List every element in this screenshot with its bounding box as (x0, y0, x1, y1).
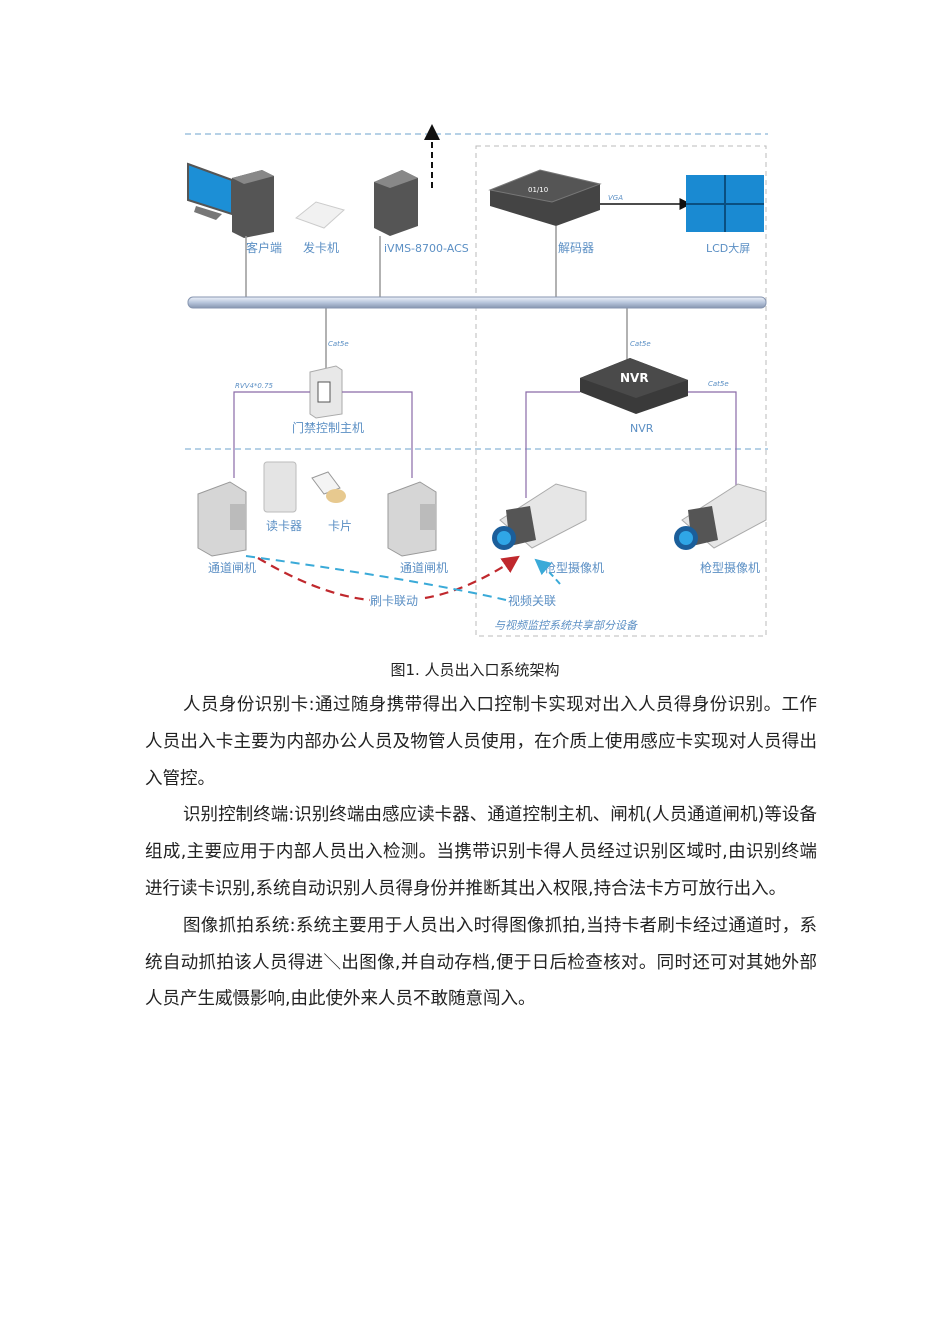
client-label: 客户端 (246, 240, 282, 255)
paragraph-id-card: 人员身份识别卡:通过随身携带得出入口控制卡实现对出入人员得身份识别。工作人员出入… (145, 695, 817, 789)
card-issuer-label: 发卡机 (303, 240, 339, 255)
system-architecture-diagram: 01/10 VGA 客户端 发卡机 iVMS-8700-ACS 解码器 LCD大… (185, 124, 768, 637)
shared-devices-note: 与视频监控系统共享部分设备 (494, 619, 638, 632)
lcd-wall-icon (686, 175, 764, 232)
vga-label: VGA (608, 194, 623, 202)
gate-label: 通道闸机 (208, 561, 256, 575)
svg-text:NVR: NVR (620, 371, 649, 385)
server-icon (374, 170, 418, 236)
bullet-camera-icon (674, 483, 767, 550)
card-hand-icon (311, 471, 346, 503)
card-reader-icon (263, 461, 297, 513)
figure-caption: 图1. 人员出入口系统架构 (390, 661, 560, 679)
card-issuer-icon (294, 201, 346, 229)
swipe-link-label: 刷卡联动 (370, 594, 418, 608)
access-controller-icon (309, 365, 343, 419)
server-label: iVMS-8700-ACS (384, 242, 469, 255)
swipe-link-arrow (257, 557, 371, 602)
gate-label: 通道闸机 (400, 561, 448, 575)
video-link-arrow (245, 555, 507, 601)
decoder-label: 解码器 (558, 241, 594, 255)
cat5e-label: Cat5e (708, 380, 729, 388)
video-link-label: 视频关联 (508, 593, 556, 608)
controller-label: 门禁控制主机 (292, 420, 364, 435)
paragraph-image-capture: 图像抓拍系统:系统主要用于人员出入时得图像抓拍,当持卡者刷卡经过通道时，系统自动… (145, 915, 817, 1010)
body-text: 人员身份识别卡:通过随身携带得出入口控制卡实现对出入人员得身份识别。工作人员出入… (145, 687, 817, 1018)
paragraph-control-terminal: 识别控制终端:识别终端由感应读卡器、通道控制主机、闸机(人员通道闸机)等设备组成… (145, 805, 817, 899)
shared-devices-box (475, 145, 767, 637)
card-label: 卡片 (328, 519, 352, 533)
svg-text:01/10: 01/10 (528, 186, 548, 194)
camera-label: 枪型摄像机 (544, 560, 604, 575)
bullet-camera-icon (492, 483, 587, 550)
cat5e-label: Cat5e (328, 340, 349, 348)
cat5e-label: Cat5e (630, 340, 651, 348)
decoder-icon: 01/10 (488, 169, 602, 226)
lcd-label: LCD大屏 (706, 241, 750, 255)
reader-label: 读卡器 (266, 519, 302, 533)
network-bus (187, 296, 767, 309)
nvr-icon: NVR (580, 358, 688, 414)
nvr-label: NVR (630, 422, 654, 435)
turnstile-gate-icon (387, 481, 437, 557)
turnstile-gate-icon (197, 481, 247, 557)
rvv-label: RVV4*0.75 (235, 382, 274, 390)
camera-label: 枪型摄像机 (700, 560, 760, 575)
client-pc-icon (187, 162, 274, 238)
